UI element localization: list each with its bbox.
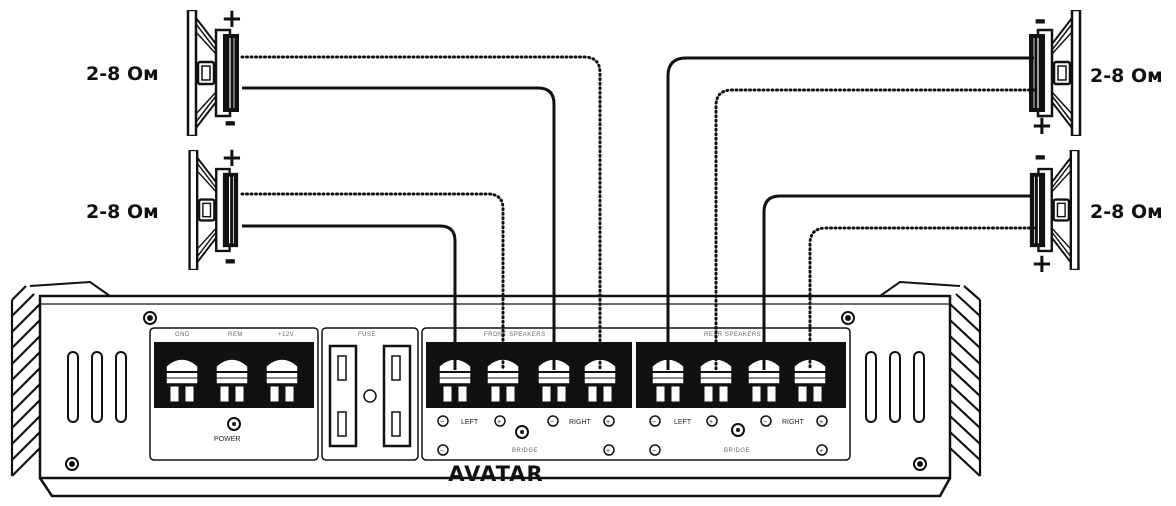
wire-front-left-plus: [240, 192, 505, 372]
front-bridge-label: BRIDGE: [512, 448, 538, 454]
impedance-label: 2-8 Ом: [86, 201, 159, 223]
terminal-gnd: [165, 358, 199, 403]
heatsink-right: [949, 285, 982, 477]
12v-label: +12V: [278, 332, 294, 338]
wires: [240, 55, 1036, 372]
front-left-plus: +: [497, 419, 501, 426]
front-bridge-plus: +: [606, 448, 610, 455]
impedance-label: 2-8 Ом: [86, 63, 159, 85]
rear-right-minus: −: [763, 419, 767, 426]
rear-bridge-plus: +: [819, 448, 823, 455]
polarity-bottom: +: [1031, 249, 1053, 279]
front-speakers-label: FRONT SPEAKERS: [484, 332, 546, 338]
wire-front-right-minus: [242, 86, 556, 370]
terminal-blocks: [165, 358, 827, 403]
rear-polarity-row: − LEFT + − RIGHT + − BRIDGE +: [649, 415, 828, 456]
fuse-section: FUSE: [321, 327, 419, 461]
wire-rear-left-minus: [666, 56, 1034, 370]
vent-left: [67, 351, 127, 423]
wire-rear-right-plus: [808, 226, 1036, 372]
brand-logo: AVATAR: [448, 462, 543, 486]
impedance-label: 2-8 Ом: [1090, 65, 1163, 87]
terminal-rear-right-minus: [747, 358, 781, 403]
speaker-rear-left: 2-8 Ом - +: [1027, 3, 1163, 141]
rear-left-label: LEFT: [674, 419, 692, 426]
speaker-terminal-section: FRONT SPEAKERS REAR SPEAKERS − LEFT + − …: [421, 327, 851, 461]
power-label: POWER: [214, 436, 240, 443]
screws: [65, 311, 927, 471]
front-right-minus: −: [550, 419, 554, 426]
polarity-top: +: [221, 4, 243, 34]
rear-left-plus: +: [709, 419, 713, 426]
terminal-rear-left-minus: [651, 358, 685, 403]
terminal-rear-left-plus: [699, 358, 733, 403]
rear-right-plus: +: [819, 419, 823, 426]
rear-bridge-minus: −: [652, 448, 656, 455]
terminal-rear-right-plus: [793, 358, 827, 403]
speaker-rear-right: 2-8 Ом - +: [1028, 139, 1163, 279]
terminal-front-left-plus: [486, 358, 520, 403]
wire-rear-right-minus: [762, 194, 1034, 370]
terminal-front-left-minus: [438, 358, 472, 403]
polarity-bottom: -: [224, 105, 236, 140]
rear-bridge-label: BRIDGE: [724, 448, 750, 454]
impedance-label: 2-8 Ом: [1090, 201, 1163, 223]
gnd-label: GND: [175, 332, 190, 338]
wire-rear-left-plus: [714, 88, 1036, 372]
wire-front-right-plus: [240, 55, 602, 372]
front-left-minus: −: [440, 419, 444, 426]
front-left-label: LEFT: [461, 419, 479, 426]
heatsink-left: [10, 285, 41, 477]
terminal-front-right-minus: [537, 358, 571, 403]
polarity-bottom: -: [224, 243, 236, 278]
polarity-bottom: +: [1031, 111, 1053, 141]
polarity-top: +: [221, 143, 243, 173]
rear-right-label: RIGHT: [782, 419, 805, 426]
fuse-label: FUSE: [358, 332, 376, 338]
vent-right: [865, 351, 925, 423]
front-bridge-minus: −: [440, 448, 444, 455]
rear-speakers-label: REAR SPEAKERS: [704, 332, 761, 338]
polarity-top: -: [1034, 3, 1046, 38]
terminal-front-right-plus: [583, 358, 617, 403]
rem-label: REM: [228, 332, 243, 338]
terminal-12v: [265, 358, 299, 403]
front-right-plus: +: [606, 419, 610, 426]
front-right-label: RIGHT: [569, 419, 592, 426]
speaker-front-left: 2-8 Ом + -: [86, 4, 243, 140]
terminal-rem: [215, 358, 249, 403]
polarity-top: -: [1034, 139, 1046, 174]
wire-front-left-minus: [242, 224, 457, 370]
speaker-front-right: 2-8 Ом + -: [86, 143, 243, 278]
rear-left-minus: −: [652, 419, 656, 426]
front-polarity-row: − LEFT + − RIGHT + − BRIDGE +: [437, 415, 615, 456]
